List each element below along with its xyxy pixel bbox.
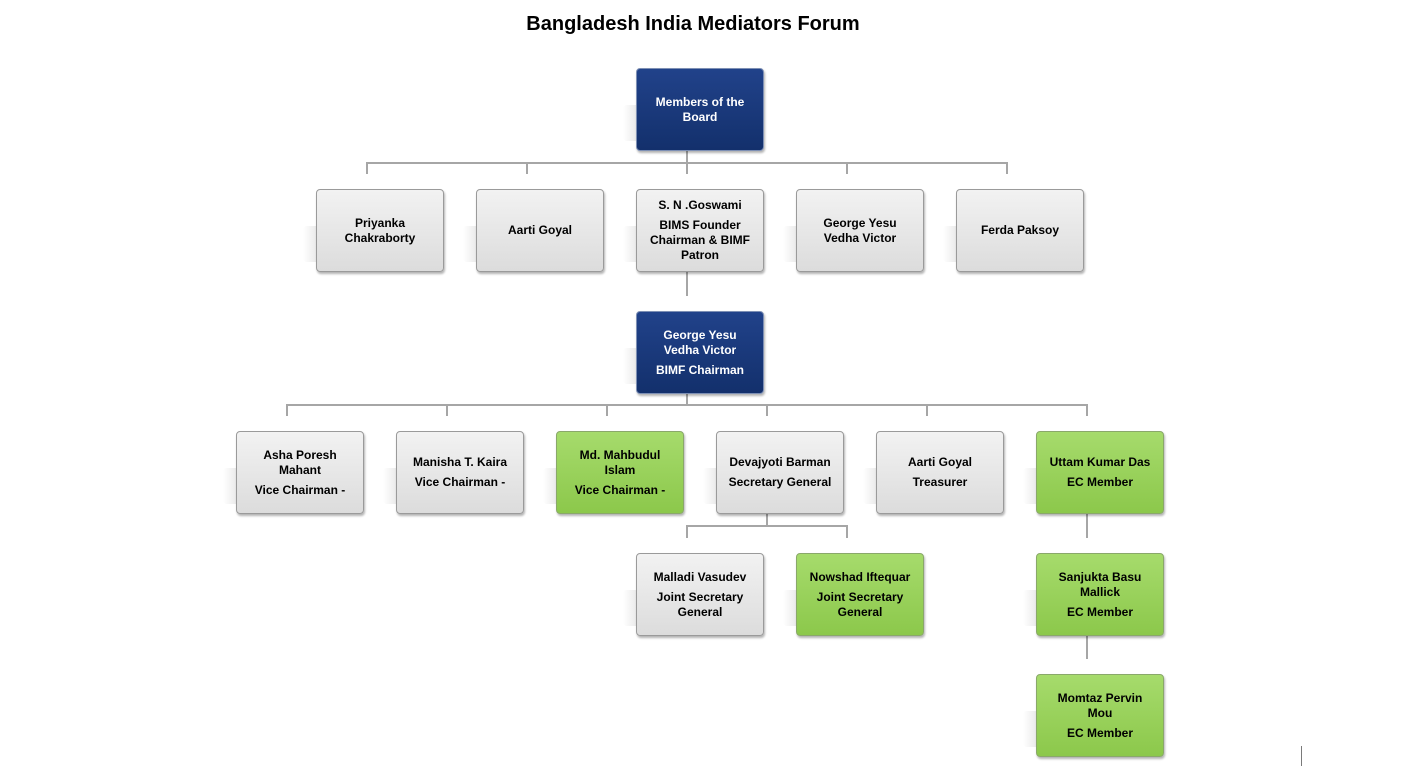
member-name: George Yesu Vedha Victor: [823, 215, 897, 245]
officer-name: Manisha T. Kaira: [412, 455, 508, 469]
ec-member-momtaz-pervin-mou: Momtaz Pervin Mou EC Member: [1023, 674, 1164, 757]
board-member-ferda-paksoy: Ferda Paksoy: [943, 189, 1084, 272]
ec-member-name: Sanjukta Basu Mallick: [1058, 569, 1142, 599]
member-name: S. N .Goswami: [658, 198, 742, 212]
officer-uttam-kumar-das: Uttam Kumar Das EC Member: [1023, 431, 1164, 514]
officer-name: Uttam Kumar Das: [1049, 455, 1151, 469]
ec-member-role: EC Member: [1066, 604, 1134, 619]
page-edge-divider: [1301, 746, 1302, 766]
chairman-role: BIMF Chairman: [655, 362, 744, 377]
officer-aarti-goyal: Aarti Goyal Treasurer: [863, 431, 1004, 514]
officer-name: Md. Mahbudul Islam: [579, 447, 661, 477]
officer-manisha-t-kaira: Manisha T. Kaira Vice Chairman -: [383, 431, 524, 514]
member-name: Aarti Goyal: [507, 223, 573, 237]
board-member-sn-goswami: S. N .Goswami BIMS Founder Chairman & BI…: [623, 189, 764, 272]
board-member-aarti-goyal: Aarti Goyal: [463, 189, 604, 272]
chairman-name: George Yesu Vedha Victor: [663, 327, 737, 357]
board-member-priyanka-chakraborty: Priyanka Chakraborty: [303, 189, 444, 272]
joint-secretary-name: Nowshad Iftequar: [809, 569, 911, 584]
member-name: Priyanka Chakraborty: [344, 215, 416, 245]
officer-role: Secretary General: [728, 475, 832, 489]
joint-secretary-role: Joint Secretary General: [656, 589, 744, 619]
ec-member-name: Momtaz Pervin Mou: [1057, 690, 1143, 720]
officer-md-mahbudul-islam: Md. Mahbudul Islam Vice Chairman -: [543, 431, 684, 514]
officer-name: Asha Poresh Mahant: [263, 447, 337, 477]
officer-name: Aarti Goyal: [907, 455, 973, 469]
officer-devajyoti-barman: Devajyoti Barman Secretary General: [703, 431, 844, 514]
joint-secretary-role: Joint Secretary General: [816, 589, 904, 619]
officer-role: Vice Chairman -: [254, 482, 346, 497]
board-node: Members of the Board: [623, 68, 764, 151]
officer-role: Vice Chairman -: [414, 475, 506, 489]
joint-secretary-nowshad-iftequar: Nowshad Iftequar Joint Secretary General: [783, 553, 924, 636]
member-name: Ferda Paksoy: [980, 223, 1060, 237]
officer-asha-poresh-mahant: Asha Poresh Mahant Vice Chairman -: [223, 431, 364, 514]
chart-title: Bangladesh India Mediators Forum: [526, 13, 860, 35]
joint-secretary-malladi-vasudev: Malladi Vasudev Joint Secretary General: [623, 553, 764, 636]
joint-secretary-name: Malladi Vasudev: [653, 569, 747, 584]
chairman-node: George Yesu Vedha Victor BIMF Chairman: [623, 311, 764, 394]
officer-role: Treasurer: [912, 475, 968, 489]
officer-name: Devajyoti Barman: [729, 455, 831, 469]
officer-role: EC Member: [1066, 475, 1134, 489]
ec-member-role: EC Member: [1066, 725, 1134, 740]
ec-member-sanjukta-basu-mallick: Sanjukta Basu Mallick EC Member: [1023, 553, 1164, 636]
officer-role: Vice Chairman -: [574, 482, 666, 497]
board-title: Members of the Board: [655, 94, 745, 124]
member-role: BIMS Founder Chairman & BIMF Patron: [649, 218, 750, 262]
board-member-george-yesu-vedha-victor: George Yesu Vedha Victor: [783, 189, 924, 272]
